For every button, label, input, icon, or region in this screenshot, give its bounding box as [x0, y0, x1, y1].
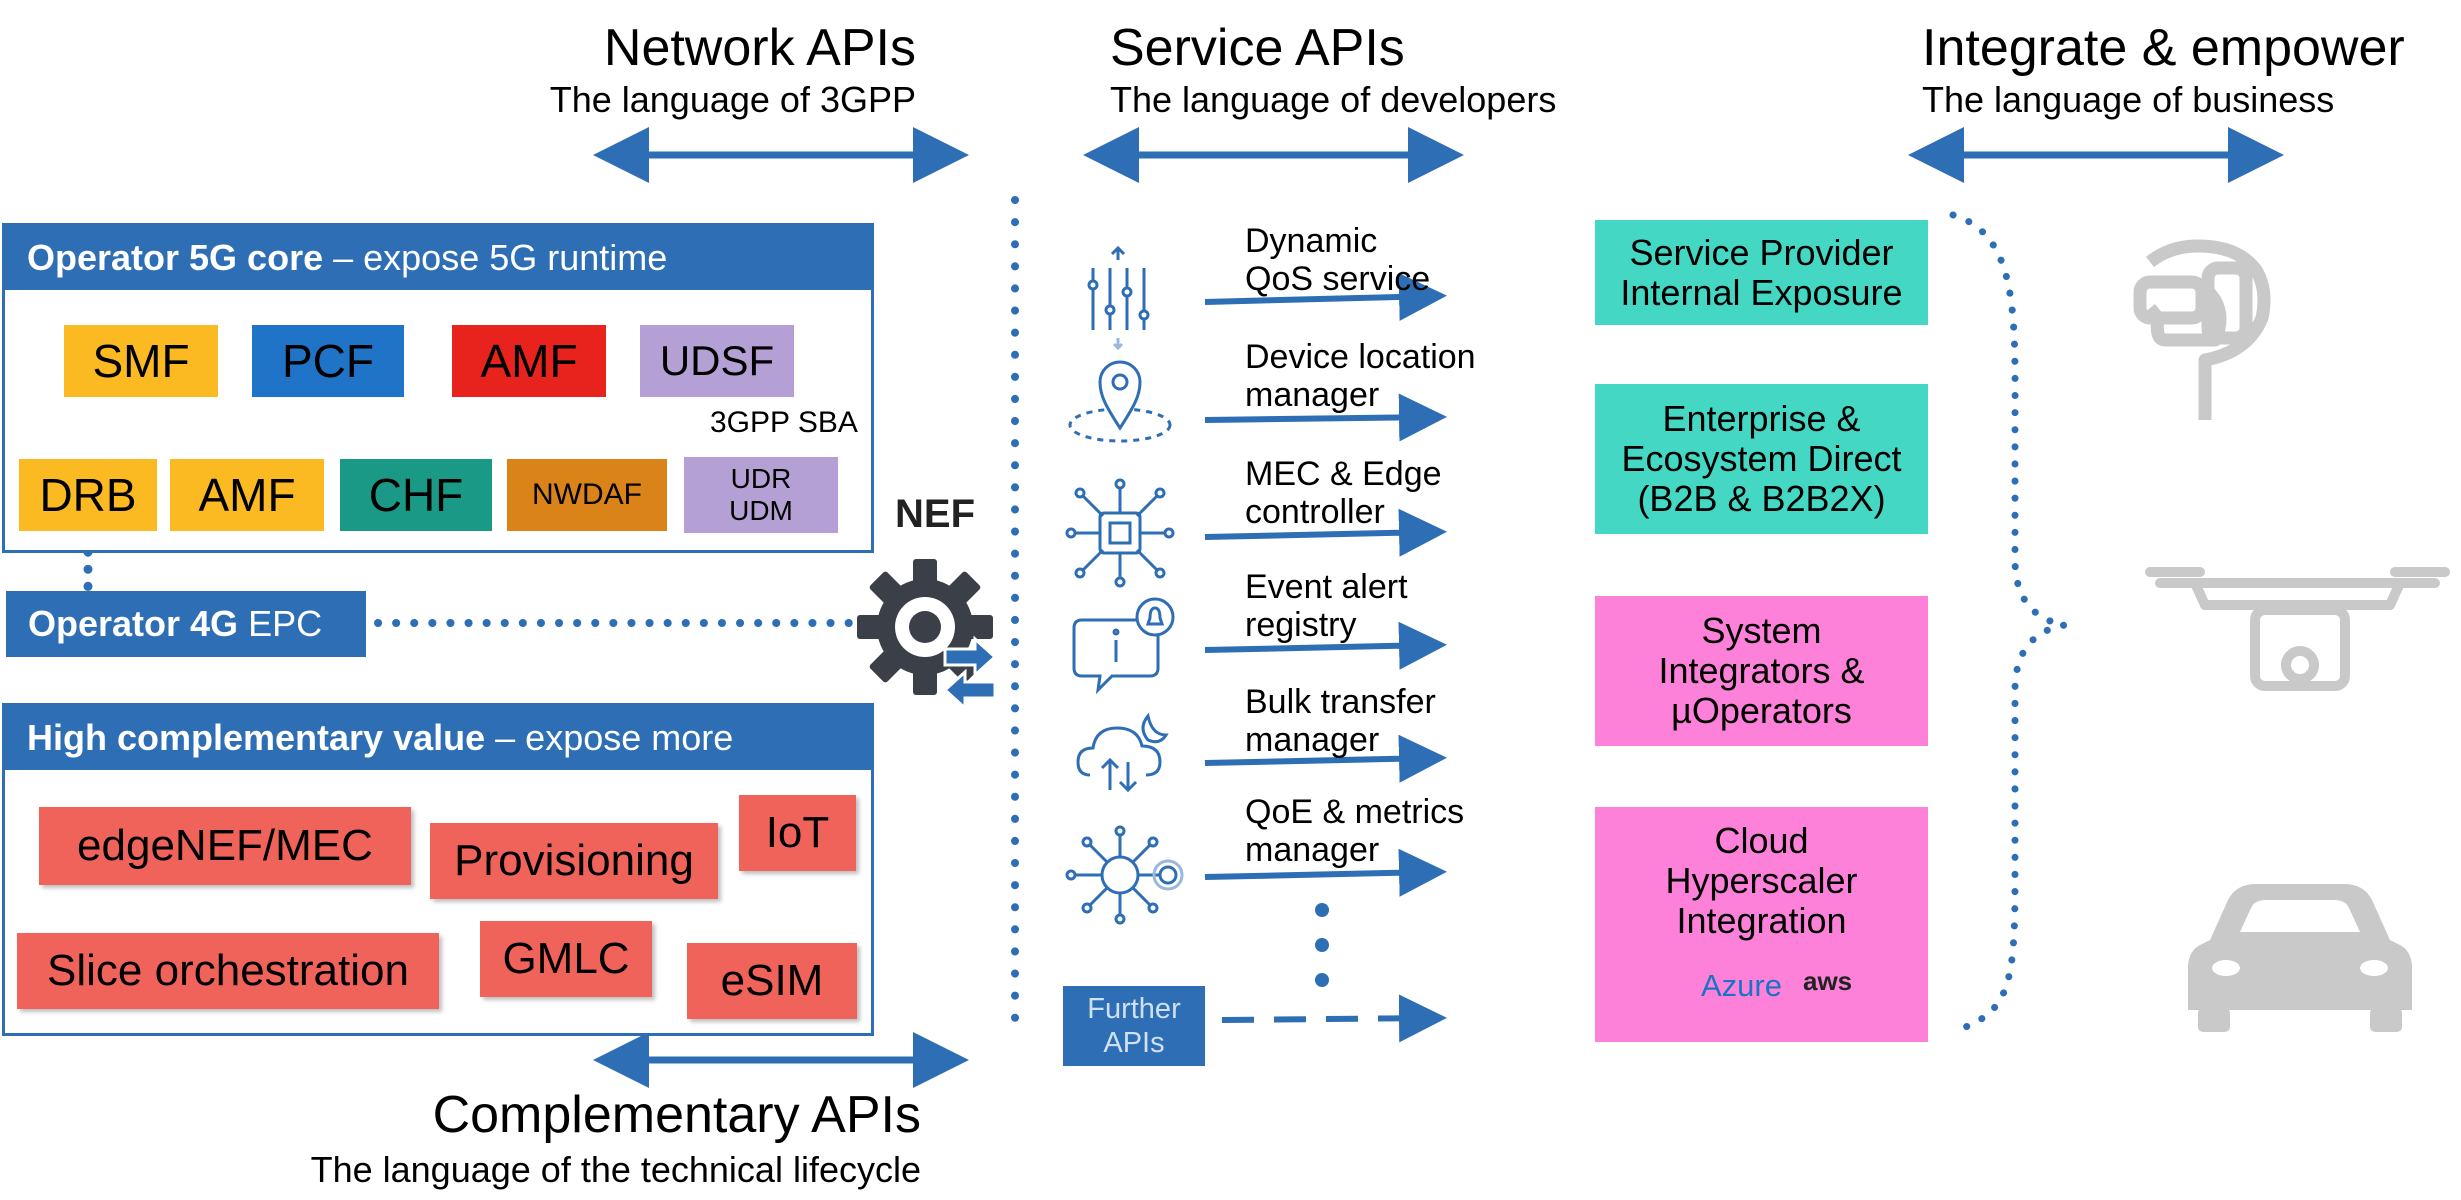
operator-4g-epc: Operator 4G EPC	[6, 591, 366, 657]
dotted-brace	[1949, 211, 2066, 1032]
nf-udr: UDR	[730, 463, 792, 494]
nf-chf: CHF	[340, 459, 492, 531]
epc-rest: EPC	[238, 603, 323, 644]
cap-iot: IoT	[739, 795, 856, 871]
consumer-line: Integration	[1676, 900, 1847, 941]
consumer-service-provider: Service Provider Internal Exposure	[1595, 220, 1928, 325]
cap-edgenef-mec: edgeNEF/MEC	[39, 807, 411, 885]
nf-amf-top: AMF	[452, 325, 606, 397]
vr-headset-icon	[2133, 239, 2271, 420]
core-panel-title-bold: Operator 5G core	[27, 237, 324, 278]
complementary-panel-header: High complementary value – expose more	[5, 706, 871, 770]
drone-icon	[2145, 567, 2450, 691]
nef-label: NEF	[895, 492, 975, 536]
service-label: manager	[1245, 831, 1380, 869]
consumer-line: Enterprise &	[1662, 398, 1861, 439]
car-icon	[2188, 884, 2412, 1032]
nf-smf: SMF	[64, 325, 218, 397]
cap-esim: eSIM	[687, 943, 857, 1019]
service-label: Dynamic	[1245, 222, 1378, 260]
complementary-apis-title: Complementary APIs	[432, 1086, 921, 1144]
nf-drb: DRB	[19, 459, 157, 531]
further-apis-box: Further APIs	[1063, 986, 1205, 1066]
consumer-line: System	[1701, 610, 1822, 651]
consumer-enterprise-ecosystem: Enterprise & Ecosystem Direct (B2B & B2B…	[1595, 384, 1928, 534]
service-label: Bulk transfer	[1245, 683, 1436, 721]
cap-slice-orchestration: Slice orchestration	[17, 933, 439, 1009]
cap-gmlc: GMLC	[480, 921, 652, 997]
consumer-line: (B2B & B2B2X)	[1637, 478, 1886, 519]
network-apis-subtitle: The language of 3GPP	[549, 79, 916, 120]
service-apis-title: Service APIs	[1110, 19, 1405, 77]
sba-label: 3GPP SBA	[710, 406, 858, 439]
consumer-line: Ecosystem Direct	[1621, 438, 1902, 479]
nf-udm: UDM	[729, 495, 793, 526]
integrate-subtitle: The language of business	[1922, 79, 2335, 120]
service-arrow	[1204, 621, 1447, 670]
sliders-icon	[1087, 245, 1150, 351]
service-label: QoE & metrics	[1245, 793, 1465, 831]
network-apis-title: Network APIs	[603, 19, 916, 77]
service-arrow	[1204, 272, 1447, 321]
service-label: manager	[1245, 721, 1380, 759]
chip-icon	[1065, 478, 1175, 588]
service-label: registry	[1245, 606, 1357, 644]
service-label: QoS service	[1245, 260, 1431, 298]
integrate-title: Integrate & empower	[1922, 19, 2405, 77]
azure-logo-text: Azure	[1701, 968, 1782, 1003]
location-pin-icon	[1068, 360, 1172, 443]
service-arrow	[1204, 393, 1447, 442]
service-label: Event alert	[1245, 568, 1408, 606]
cloud-transfer-icon	[1076, 712, 1169, 793]
service-apis-subtitle: The language of developers	[1110, 79, 1557, 120]
service-label: controller	[1245, 493, 1385, 531]
complementary-title-rest: – expose more	[485, 717, 734, 758]
service-arrow	[1204, 508, 1447, 557]
consumer-system-integrators: System Integrators & µOperators	[1595, 596, 1928, 746]
core-panel-header: Operator 5G core – expose 5G runtime	[5, 226, 871, 290]
further-apis-dashed-arrow	[1221, 994, 1447, 1043]
complementary-apis-subtitle: The language of the technical lifecycle	[310, 1149, 921, 1190]
nef-gear-icon	[857, 559, 998, 712]
nf-udr-udm: UDR UDM	[684, 457, 838, 533]
nf-pcf: PCF	[252, 325, 404, 397]
cap-provisioning: Provisioning	[430, 823, 718, 899]
complementary-title-bold: High complementary value	[27, 717, 486, 758]
consumer-line: Integrators &	[1658, 650, 1865, 691]
consumer-line: Hyperscaler	[1665, 860, 1858, 901]
more-dots	[1315, 903, 1329, 987]
core-panel-title-rest: – expose 5G runtime	[323, 237, 668, 278]
aws-logo-text: aws	[1803, 966, 1853, 996]
nf-nwdaf: NWDAF	[507, 459, 667, 531]
alert-bubble-icon	[1072, 597, 1175, 695]
nf-amf-bottom: AMF	[170, 459, 324, 531]
consumer-cloud-hyperscaler: Cloud Hyperscaler Integration	[1595, 807, 1928, 1042]
epc-bold: Operator 4G	[28, 603, 239, 644]
service-label: Device location	[1245, 338, 1476, 376]
5g-network-icon	[1065, 825, 1184, 925]
nf-udsf: UDSF	[640, 325, 794, 397]
service-arrow	[1204, 734, 1447, 783]
consumer-line: Service Provider	[1629, 231, 1894, 273]
consumer-line: Internal Exposure	[1620, 271, 1903, 313]
consumer-line: µOperators	[1671, 690, 1852, 731]
consumer-line: Cloud	[1714, 820, 1809, 861]
service-label: MEC & Edge	[1245, 455, 1442, 493]
service-label: manager	[1245, 376, 1380, 414]
service-arrow	[1204, 848, 1447, 897]
further-apis-line2: APIs	[1103, 1027, 1165, 1059]
further-apis-line1: Further	[1087, 993, 1181, 1025]
